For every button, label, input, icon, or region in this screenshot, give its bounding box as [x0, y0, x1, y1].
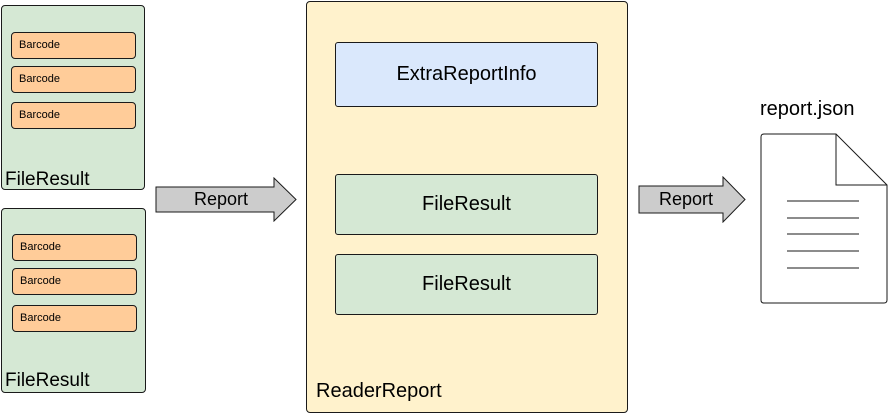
arrow-right-icon [155, 177, 297, 222]
barcode-1-3: Barcode [11, 102, 136, 129]
barcode-2-1: Barcode [12, 234, 137, 261]
barcode-2-2: Barcode [12, 268, 137, 295]
document-icon [760, 133, 888, 304]
output-file-name: report.json [760, 98, 855, 120]
reader-report-label: ReaderReport [316, 380, 442, 402]
reader-file-result-2: FileResult [335, 254, 598, 315]
arrow-label-report-left: Report [193, 189, 249, 209]
barcode-2-3: Barcode [12, 305, 137, 332]
arrow-label-report-right: Report [658, 189, 714, 209]
reader-file-result-1: FileResult [335, 174, 598, 235]
file-result-label-2: FileResult [5, 370, 90, 391]
arrow-right-icon [638, 176, 746, 223]
barcode-1-1: Barcode [11, 32, 136, 59]
file-result-label-1: FileResult [5, 169, 90, 190]
extra-report-info-box: ExtraReportInfo [335, 42, 598, 107]
barcode-1-2: Barcode [11, 66, 136, 93]
